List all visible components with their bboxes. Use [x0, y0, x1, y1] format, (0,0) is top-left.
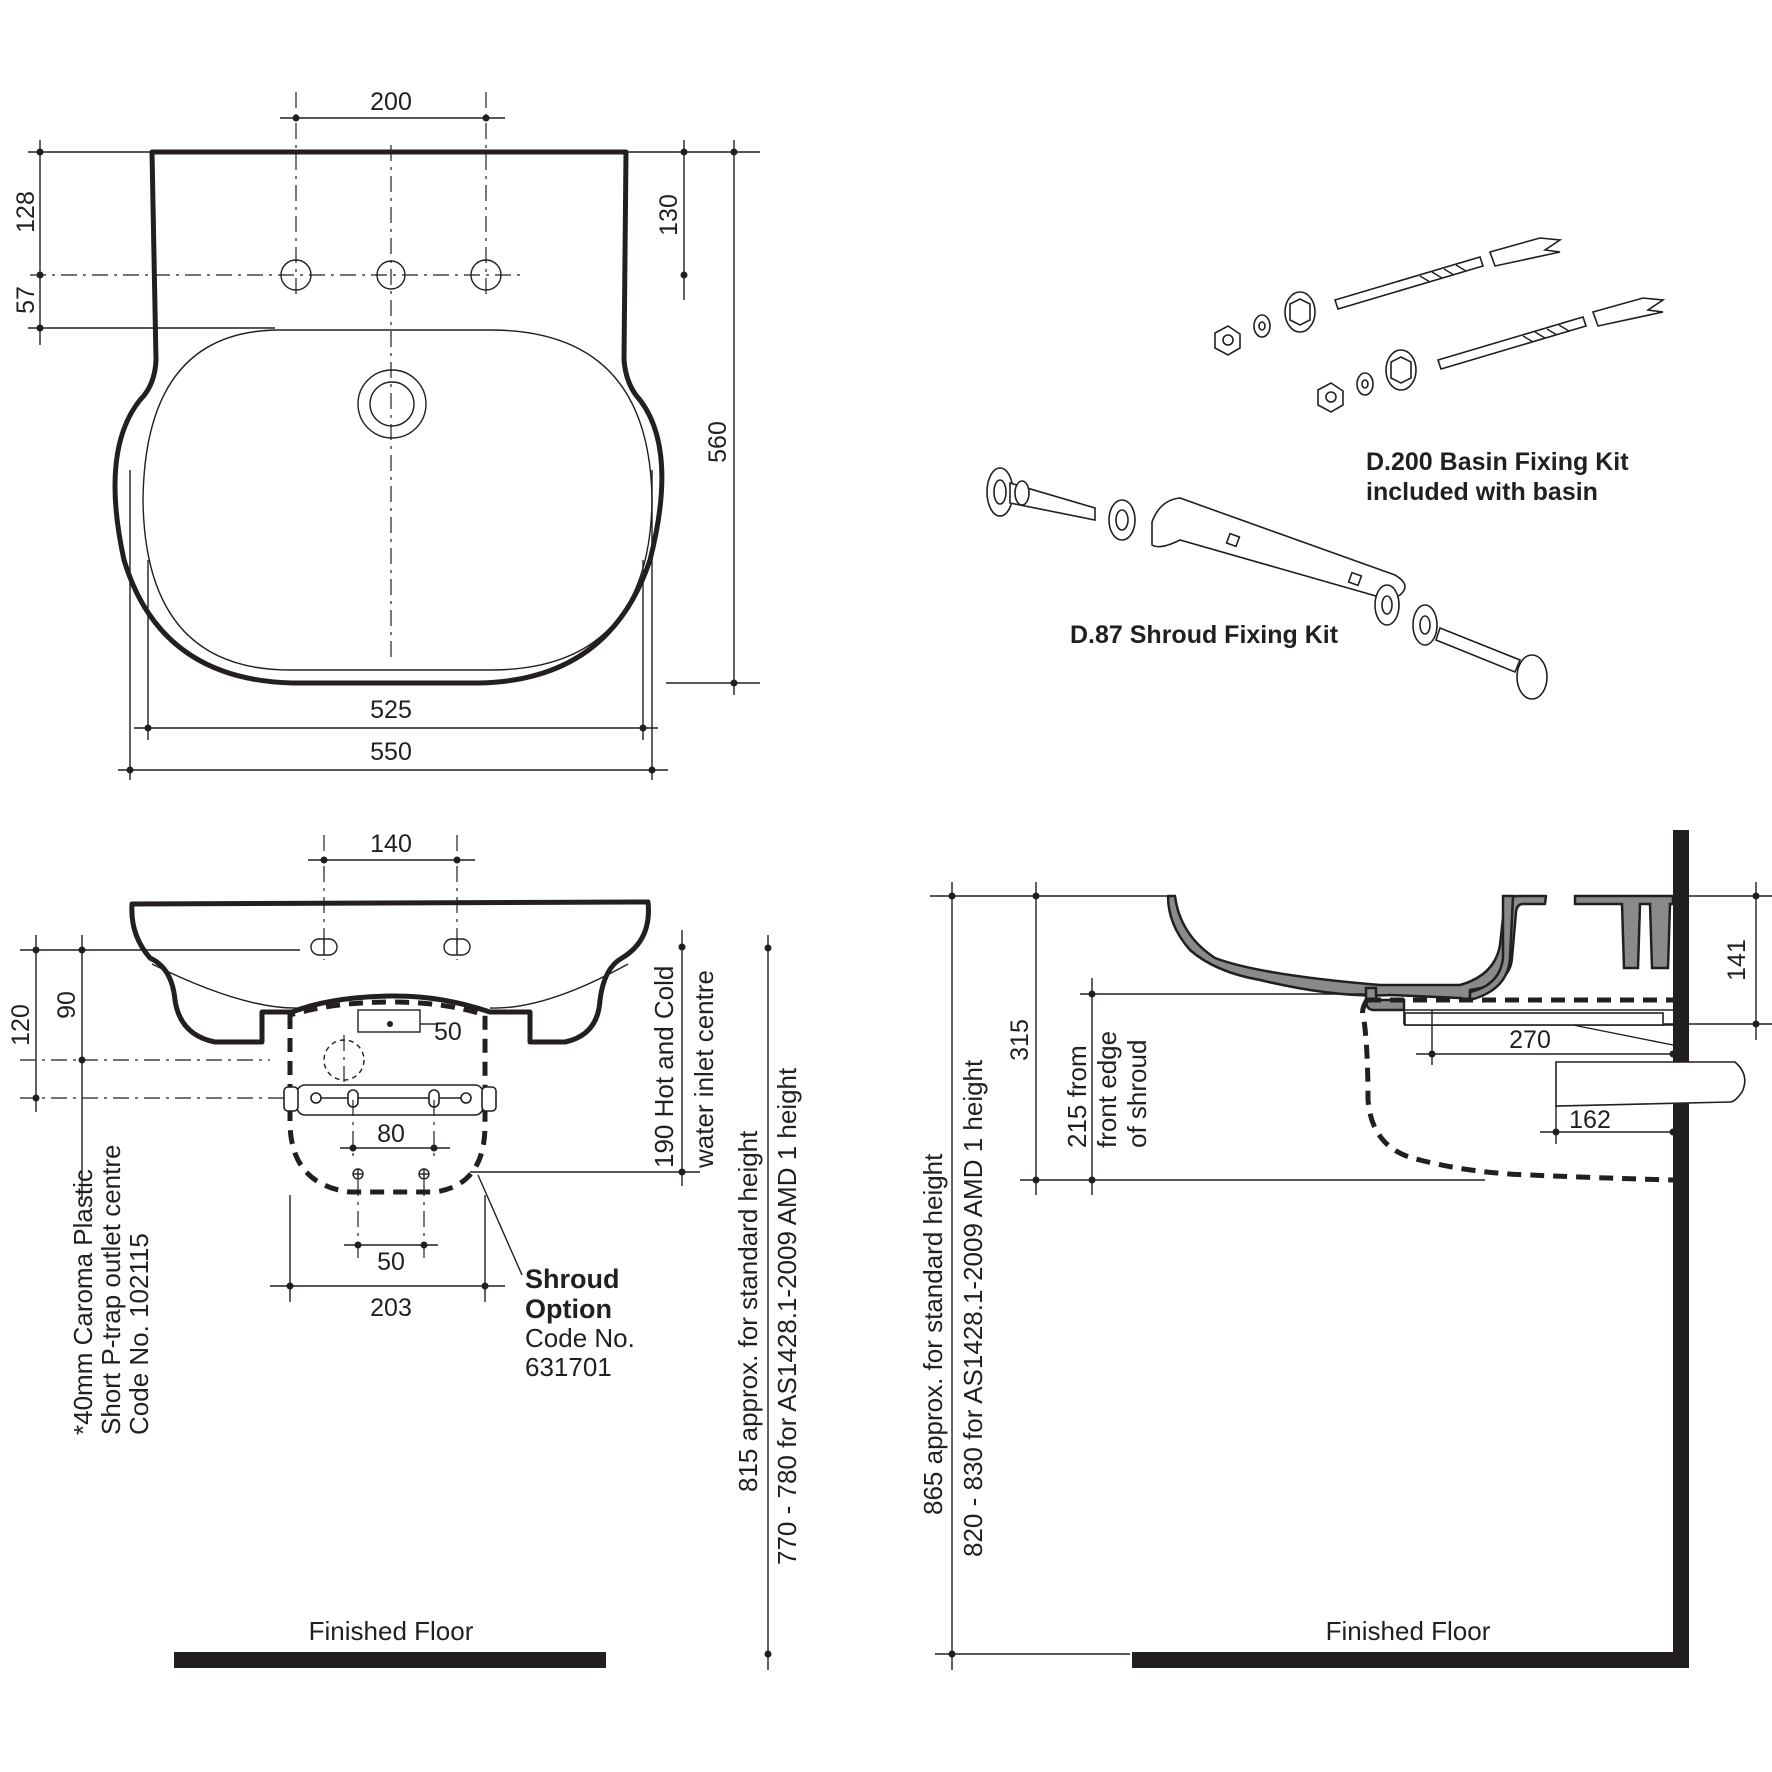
dim-shroud-height: 315 — [1006, 1019, 1034, 1061]
dim-back-to-taps-right: 130 — [655, 194, 683, 236]
front-floor-label: Finished Floor — [309, 1616, 474, 1646]
dim-inlet-spacing: 140 — [370, 830, 412, 858]
dim-overall-width: 550 — [370, 738, 412, 766]
side-basin-section — [1166, 894, 1548, 1002]
inlet-note-line1: 190 Hot and Cold — [649, 966, 679, 1168]
side-wall — [1673, 830, 1689, 1668]
shroud-code-line2: 631701 — [525, 1352, 612, 1382]
dim-shroud-width: 203 — [370, 1294, 412, 1322]
dim-taps-to-bowl: 57 — [12, 286, 40, 314]
fixing-kits: D.200 Basin Fixing Kit included with bas… — [986, 237, 1666, 700]
side-height-note-line1: 865 approx. for standard height — [918, 1153, 948, 1515]
front-finished-floor — [174, 1652, 606, 1668]
side-shroud-note-line3: of shroud — [1122, 1040, 1152, 1148]
shroud-outline — [287, 999, 488, 1195]
waste-outlet-outer — [357, 369, 427, 439]
side-bracket — [1555, 1061, 1746, 1107]
dim-bracket-spacing: 80 — [377, 1120, 405, 1148]
dim-basin-height: 141 — [1723, 939, 1751, 981]
shroud-title-line2: Option — [525, 1294, 612, 1324]
basin-outline — [112, 149, 665, 686]
bowl-outline — [142, 329, 653, 671]
plan-view: 200 128 57 130 560 525 550 — [12, 88, 760, 780]
shroud-title-line1: Shroud — [525, 1264, 620, 1294]
dim-shroud-slot: 50 — [434, 1018, 462, 1046]
front-basin-outline — [129, 899, 651, 1045]
side-view: Finished Floor 141 315 215 from — [918, 830, 1772, 1670]
dim-tap-spacing: 200 — [370, 88, 412, 116]
dim-back-to-taps: 128 — [12, 191, 40, 233]
ptrap-note-line3: Code No. 102115 — [124, 1233, 154, 1435]
shroud-fixing-kit-illustration — [986, 467, 1548, 700]
basin-kit-title-line2: included with basin — [1366, 478, 1598, 506]
dim-bracket-projection: 162 — [1569, 1106, 1611, 1134]
front-view: 140 50 80 50 — [7, 830, 802, 1670]
ptrap-note-line1: *40mm Caroma Plastic — [68, 1169, 98, 1435]
side-shroud-outline — [1360, 998, 1674, 1183]
side-finished-floor — [1132, 1652, 1689, 1668]
side-floor-label: Finished Floor — [1326, 1616, 1491, 1646]
shroud-bracket — [283, 1084, 497, 1116]
dim-inlet-to-top: 90 — [53, 991, 81, 1019]
side-shroud-note-line1: 215 from — [1062, 1045, 1092, 1148]
basin-fixing-kit-illustration — [1214, 237, 1666, 413]
waste-outlet-inner — [369, 381, 415, 427]
side-height-note-line2: 820 - 830 for AS1428.1-2009 AMD 1 height — [958, 1059, 988, 1557]
ptrap-note-line2: Short P-trap outlet centre — [96, 1145, 126, 1435]
basin-kit-title-line1: D.200 Basin Fixing Kit — [1366, 448, 1629, 476]
front-height-note-line2: 770 - 780 for AS1428.1-2009 AMD 1 height — [772, 1067, 802, 1565]
dim-bowl-width: 525 — [370, 696, 412, 724]
dim-projection: 270 — [1509, 1026, 1551, 1054]
shroud-code-line1: Code No. — [525, 1323, 635, 1353]
dim-overall-depth: 560 — [704, 421, 732, 463]
front-height-note-line1: 815 approx. for standard height — [733, 1130, 763, 1492]
inlet-note-line2: water inlet centre — [689, 970, 719, 1169]
side-shroud-note-line2: front edge — [1092, 1031, 1122, 1148]
shroud-kit-title: D.87 Shroud Fixing Kit — [1070, 621, 1339, 649]
dim-outlet-to-top: 120 — [7, 1004, 35, 1046]
dim-lower-fixing-spacing: 50 — [377, 1248, 405, 1276]
